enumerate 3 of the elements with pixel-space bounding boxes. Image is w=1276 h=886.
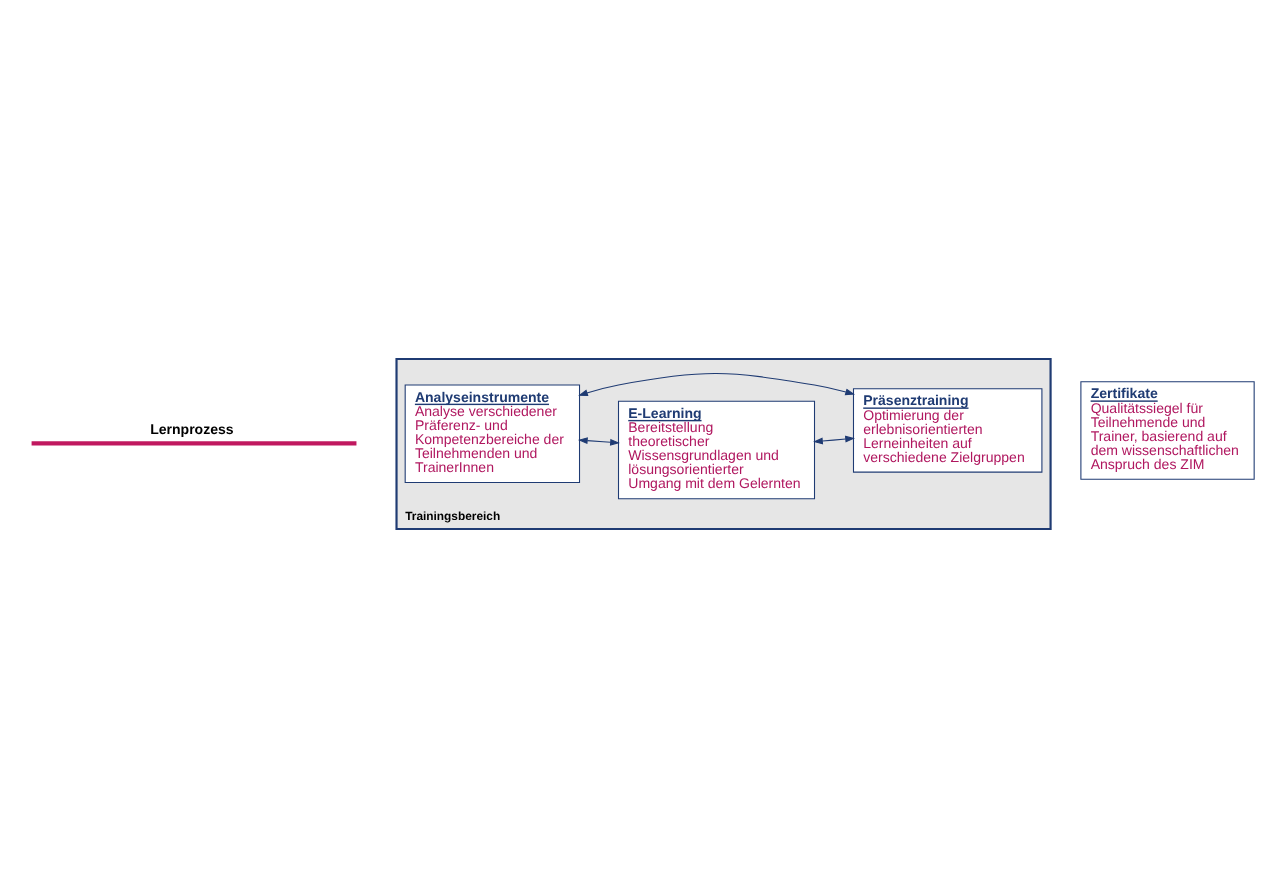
- arrow: [813, 434, 855, 444]
- arrow: [577, 436, 620, 445]
- arrow: [578, 372, 855, 396]
